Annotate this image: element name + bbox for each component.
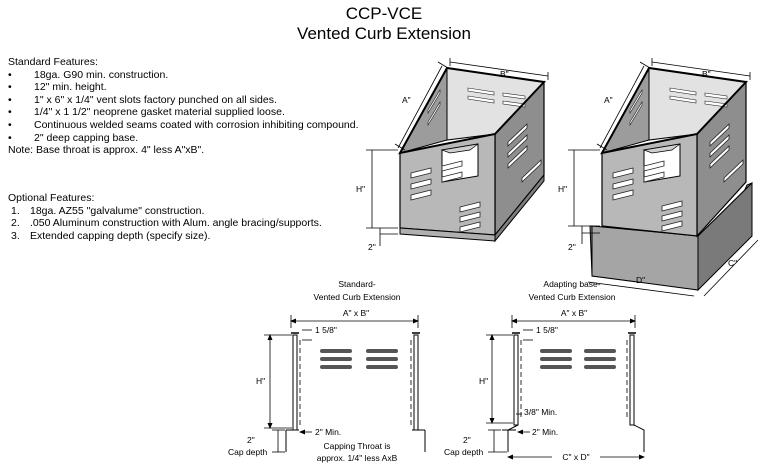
optional-features: Optional Features: 1.18ga. AZ55 "galvalu…: [8, 192, 322, 242]
section-right-bottom: C" x D": [562, 452, 589, 462]
section-right-width: A" x B": [561, 308, 587, 318]
standard-note: Note: Base throat is approx. 4" less A"x…: [8, 144, 205, 157]
section-left-title2: Vented Curb Extension: [314, 292, 401, 302]
iso-curb-standard: A" B" H" 2": [356, 58, 549, 252]
page-title: CCP-VCE: [345, 4, 423, 23]
section-right-title1: Adapting base-: [543, 279, 600, 289]
iso-right-a-label: A": [604, 95, 613, 105]
section-left-throat2: approx. 1/4" less AxB: [317, 453, 398, 463]
standard-feature-item: •2" deep capping base.: [8, 131, 139, 144]
optional-feature-item: 2..050 Aluminum construction with Alum. …: [11, 217, 322, 230]
optional-feature-item: 3.Extended capping depth (specify size).: [11, 229, 211, 242]
section-adapting: Adapting base- Vented Curb Extension A" …: [444, 279, 645, 462]
iso-left-b-label: B": [500, 69, 509, 79]
iso-left-a-label: A": [402, 95, 411, 105]
section-right-min: 2" Min.: [532, 427, 558, 437]
iso-right-d-label: D": [636, 275, 645, 285]
iso-right-c-label: C": [728, 258, 737, 268]
section-left-cap1: 2": [247, 435, 255, 445]
section-right-top-dim: 1 5/8": [536, 325, 558, 335]
standard-feature-item: •1" x 6" x 1/4" vent slots factory punch…: [8, 93, 277, 106]
iso-curb-adapting: A" B" H" 2" C" D": [558, 58, 759, 297]
standard-feature-item: •1/4" x 1 1/2" neoprene gasket material …: [8, 106, 285, 119]
standard-feature-item: •12" min. height.: [8, 81, 107, 94]
section-right-cap2: Cap depth: [444, 447, 483, 457]
section-right-h: H": [479, 376, 488, 386]
section-left-top-dim: 1 5/8": [315, 325, 337, 335]
iso-left-2-label: 2": [368, 242, 376, 252]
iso-right-2-label: 2": [568, 242, 576, 252]
section-left-h: H": [256, 376, 265, 386]
section-left-throat1: Capping Throat is: [324, 441, 391, 451]
iso-right-h-label: H": [558, 184, 567, 194]
section-right-min38: 3/8" Min.: [524, 407, 557, 417]
standard-features-heading: Standard Features:: [8, 56, 98, 68]
standard-features: Standard Features: •18ga. G90 min. const…: [8, 56, 359, 157]
iso-left-h-label: H": [356, 184, 365, 194]
section-right-title2: Vented Curb Extension: [529, 292, 616, 302]
optional-feature-item: 1.18ga. AZ55 "galvalume" construction.: [11, 204, 205, 217]
section-left-cap2: Cap depth: [228, 447, 267, 457]
section-left-title1: Standard-: [338, 279, 375, 289]
section-standard: Standard- Vented Curb Extension A" x B" …: [228, 279, 426, 463]
standard-feature-item: •Continuous welded seams coated with cor…: [8, 118, 359, 131]
iso-right-b-label: B": [702, 69, 711, 79]
optional-features-heading: Optional Features:: [8, 192, 95, 204]
page-subtitle: Vented Curb Extension: [297, 24, 471, 43]
section-left-min: 2" Min.: [315, 427, 341, 437]
section-right-cap1: 2": [463, 435, 471, 445]
section-left-width: A" x B": [343, 308, 369, 318]
standard-feature-item: •18ga. G90 min. construction.: [8, 68, 169, 81]
